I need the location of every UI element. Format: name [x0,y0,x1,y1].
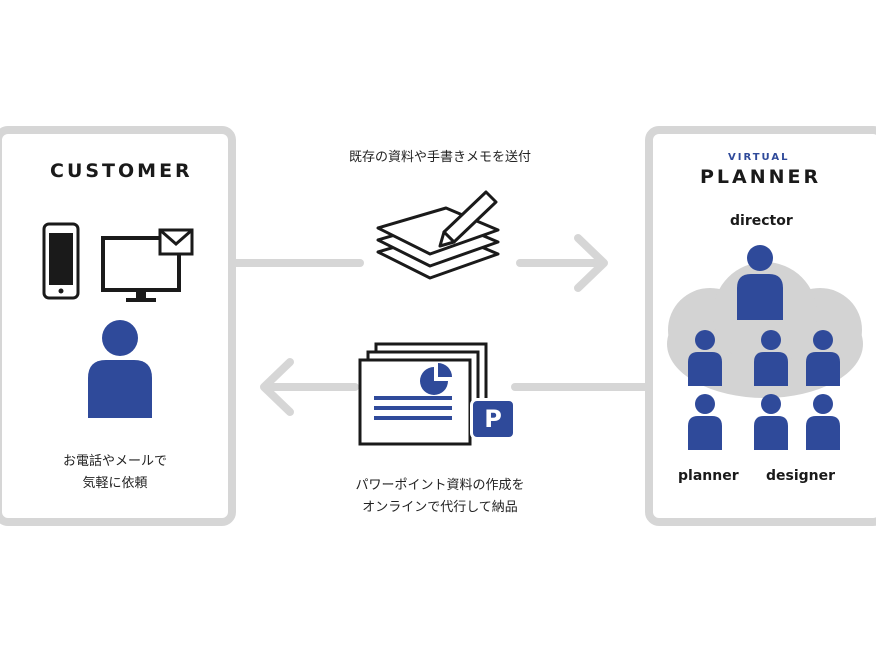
top-flow-label: 既存の資料や手書きメモを送付 [348,150,531,165]
documents-pen-icon [376,190,500,280]
virtual-label: VIRTUAL [728,152,790,163]
role-director-label: director [730,213,793,229]
powerpoint-badge-letter: P [484,405,502,433]
report-document-icon [358,342,488,446]
bottom-arrow-head [260,358,294,416]
designer-person-icon-bottom-1 [754,394,788,450]
bottom-flow-label-line1: パワーポイント資料の作成を [355,478,525,493]
powerpoint-badge: P [470,398,516,440]
designer-person-icon-bottom-2 [806,394,840,450]
bottom-flow-label-line2: オンラインで代行して納品 [362,500,518,515]
customer-caption-line1: お電話やメールで [62,454,167,469]
designer-person-icon-top-1 [754,330,788,386]
customer-title: CUSTOMER [50,160,193,182]
planner-person-icon-bottom [688,394,722,450]
role-designer-label: designer [766,468,836,484]
team-people-icons [688,330,840,450]
planner-title: PLANNER [700,166,822,188]
smartphone-icon [42,222,80,300]
monitor-mail-icon [101,228,194,302]
top-arrow-head [574,234,608,292]
customer-panel [0,126,236,526]
planner-person-icon-top [688,330,722,386]
director-person-icon [737,245,783,320]
customer-person-icon [88,320,152,418]
role-planner-label: planner [678,468,739,484]
customer-caption-line2: 気軽に依頼 [82,476,148,491]
designer-person-icon-top-2 [806,330,840,386]
